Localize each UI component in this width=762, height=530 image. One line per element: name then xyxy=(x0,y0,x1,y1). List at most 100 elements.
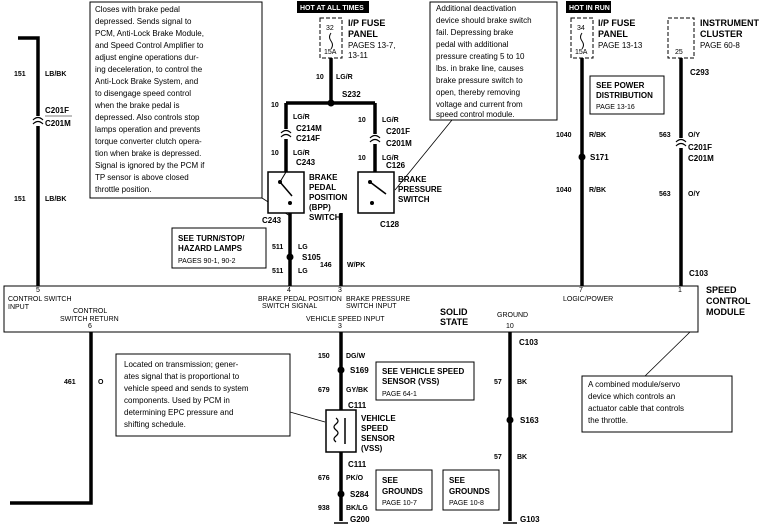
svg-text:15A: 15A xyxy=(324,49,337,56)
svg-text:C103: C103 xyxy=(689,269,709,278)
svg-text:PAGE 60-8: PAGE 60-8 xyxy=(700,41,740,50)
svg-text:C243: C243 xyxy=(262,216,282,225)
svg-text:the throttle.: the throttle. xyxy=(588,416,628,425)
svg-text:speed control module.: speed control module. xyxy=(436,110,515,119)
svg-text:7: 7 xyxy=(579,287,583,294)
svg-text:device which controls an: device which controls an xyxy=(588,392,675,401)
svg-text:57: 57 xyxy=(494,379,502,386)
ref-turn-stop-hazard: SEE TURN/STOP/ HAZARD LAMPS PAGES 90-1, … xyxy=(171,227,267,269)
svg-text:C201F: C201F xyxy=(688,143,712,152)
svg-text:10: 10 xyxy=(271,150,279,157)
svg-text:determining EPC pressure and: determining EPC pressure and xyxy=(124,408,233,417)
svg-text:to disengage speed control: to disengage speed control xyxy=(95,89,191,98)
svg-text:BRAKE: BRAKE xyxy=(398,175,427,184)
svg-text:BK: BK xyxy=(517,454,527,461)
svg-text:563: 563 xyxy=(659,132,671,139)
svg-text:SWITCH: SWITCH xyxy=(309,213,341,222)
svg-text:SPEED: SPEED xyxy=(361,424,388,433)
splice-s232 xyxy=(327,99,335,107)
svg-text:lamps operation and prevents: lamps operation and prevents xyxy=(95,125,200,134)
svg-text:CONTROL: CONTROL xyxy=(73,308,107,315)
svg-text:open, thereby removing: open, thereby removing xyxy=(436,88,520,97)
svg-text:10: 10 xyxy=(358,117,366,124)
svg-text:PEDAL: PEDAL xyxy=(309,183,336,192)
svg-text:STATE: STATE xyxy=(440,317,468,327)
svg-text:PAGES 90-1, 90-2: PAGES 90-1, 90-2 xyxy=(178,258,236,265)
svg-text:C103: C103 xyxy=(519,338,539,347)
svg-text:LG: LG xyxy=(298,244,308,251)
svg-text:LB/BK: LB/BK xyxy=(45,196,66,203)
svg-text:PANEL: PANEL xyxy=(598,29,628,39)
svg-text:TP sensor is above closed: TP sensor is above closed xyxy=(95,173,189,182)
svg-text:and Speed Control Amplifier to: and Speed Control Amplifier to xyxy=(95,41,204,50)
svg-text:15A: 15A xyxy=(575,49,588,56)
svg-text:C126: C126 xyxy=(386,161,406,170)
svg-text:O/Y: O/Y xyxy=(688,191,700,198)
splice-s169 xyxy=(337,366,345,374)
svg-text:depressed. Sends signal to: depressed. Sends signal to xyxy=(95,17,192,26)
svg-text:151: 151 xyxy=(14,71,26,78)
svg-text:C201F: C201F xyxy=(386,127,410,136)
svg-text:LOGIC/POWER: LOGIC/POWER xyxy=(563,296,613,303)
svg-text:I/P FUSE: I/P FUSE xyxy=(598,18,635,28)
svg-text:679: 679 xyxy=(318,387,330,394)
svg-text:S105: S105 xyxy=(302,253,321,262)
svg-text:SEE: SEE xyxy=(382,476,399,485)
svg-text:BK: BK xyxy=(517,379,527,386)
svg-text:voltage and current from: voltage and current from xyxy=(436,100,523,109)
wire-461 xyxy=(10,332,93,505)
svg-text:SENSOR: SENSOR xyxy=(361,434,395,443)
svg-text:SWITCH RETURN: SWITCH RETURN xyxy=(60,316,119,323)
svg-text:ates signal that is proportion: ates signal that is proportional to xyxy=(124,372,240,381)
svg-text:PCM, Anti-Lock Brake Module,: PCM, Anti-Lock Brake Module, xyxy=(95,29,204,38)
svg-text:device should brake switch: device should brake switch xyxy=(436,16,532,25)
svg-text:GROUND: GROUND xyxy=(497,312,528,319)
svg-text:G200: G200 xyxy=(350,515,370,524)
splice-s105 xyxy=(286,253,294,261)
svg-text:LG/R: LG/R xyxy=(382,117,399,124)
svg-text:1040: 1040 xyxy=(556,132,572,139)
module-pin-labels: CONTROL SWITCH INPUT CONTROL SWITCH RETU… xyxy=(8,296,613,327)
svg-text:C201M: C201M xyxy=(386,139,412,148)
svg-text:W/PK: W/PK xyxy=(347,262,365,269)
svg-text:VEHICLE SPEED INPUT: VEHICLE SPEED INPUT xyxy=(306,316,385,323)
svg-text:SEE: SEE xyxy=(449,476,466,485)
svg-text:GY/BK: GY/BK xyxy=(346,387,368,394)
svg-text:Signal is ignored by the PCM i: Signal is ignored by the PCM if xyxy=(95,161,205,170)
ref-vehicle-speed-sensor: SEE VEHICLE SPEED SENSOR (VSS) PAGE 64-1 xyxy=(375,361,475,401)
splice-s163 xyxy=(506,416,514,424)
svg-text:1: 1 xyxy=(678,287,682,294)
svg-text:SOLID: SOLID xyxy=(440,307,468,317)
svg-text:BRAKE: BRAKE xyxy=(309,173,338,182)
svg-text:C111: C111 xyxy=(348,401,367,410)
svg-text:Closes with brake pedal: Closes with brake pedal xyxy=(95,5,180,14)
svg-text:C128: C128 xyxy=(380,220,400,229)
svg-text:SENSOR (VSS): SENSOR (VSS) xyxy=(382,377,440,386)
svg-text:PAGE 10-8: PAGE 10-8 xyxy=(449,500,484,507)
svg-text:O: O xyxy=(98,379,104,386)
svg-text:6: 6 xyxy=(88,323,92,330)
connector-arcs xyxy=(32,116,687,147)
svg-text:57: 57 xyxy=(494,454,502,461)
svg-text:SEE TURN/STOP/: SEE TURN/STOP/ xyxy=(178,234,245,243)
svg-text:I/P FUSE: I/P FUSE xyxy=(348,18,385,28)
svg-text:S163: S163 xyxy=(520,416,539,425)
svg-text:BK/LG: BK/LG xyxy=(346,505,368,512)
svg-text:C111: C111 xyxy=(348,460,367,469)
svg-text:CONTROL SWITCH: CONTROL SWITCH xyxy=(8,296,72,303)
svg-text:ing deceleration, to control t: ing deceleration, to control the xyxy=(95,65,203,74)
svg-text:10: 10 xyxy=(358,155,366,162)
svg-text:INPUT: INPUT xyxy=(8,304,30,311)
svg-text:torque converter clutch opera-: torque converter clutch opera- xyxy=(95,137,202,146)
svg-text:R/BK: R/BK xyxy=(589,187,606,194)
connector-labels: C201F C201M S232 C214M C214F C243 C243 C… xyxy=(45,68,714,524)
svg-text:511: 511 xyxy=(272,244,283,251)
svg-text:SEE VEHICLE SPEED: SEE VEHICLE SPEED xyxy=(382,367,464,376)
svg-text:3: 3 xyxy=(338,287,342,294)
svg-text:C243: C243 xyxy=(296,158,316,167)
svg-text:511: 511 xyxy=(272,268,283,275)
ref-grounds-1: SEE GROUNDS PAGE 10-7 xyxy=(375,469,433,511)
bpp-switch: BRAKE PEDAL POSITION (BPP) SWITCH xyxy=(267,171,347,222)
speed-control-module xyxy=(3,285,699,333)
